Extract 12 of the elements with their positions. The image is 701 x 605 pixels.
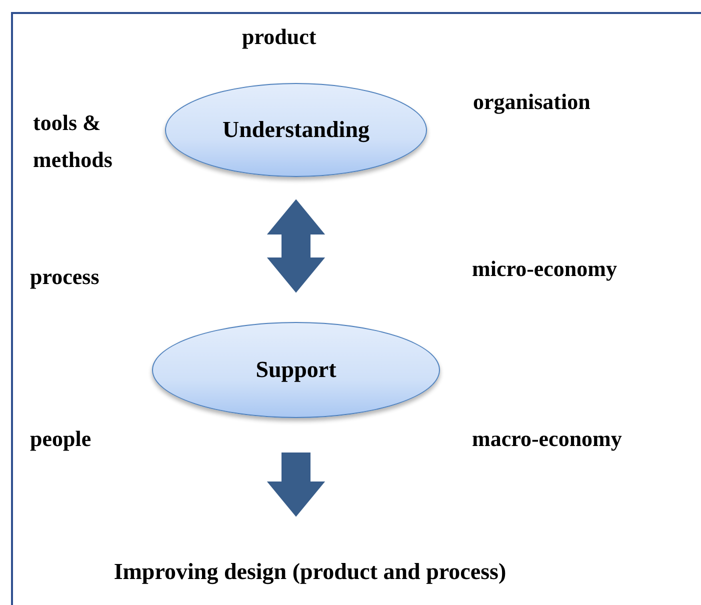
node-label: Understanding xyxy=(222,117,370,143)
node-label: Support xyxy=(256,357,336,383)
aspect-label: product xyxy=(242,23,318,51)
outcome-text: Improving design (product and process) xyxy=(60,552,560,592)
aspect-label: process xyxy=(30,263,100,291)
aspect-label: tools & methods xyxy=(33,109,114,174)
aspect-label: macro-economy xyxy=(472,425,623,453)
block-arrow xyxy=(266,452,326,517)
aspect-label: organisation xyxy=(473,88,592,116)
aspect-label: people xyxy=(30,425,92,453)
aspect-label: micro-economy xyxy=(472,255,618,283)
block-arrow xyxy=(266,199,326,293)
